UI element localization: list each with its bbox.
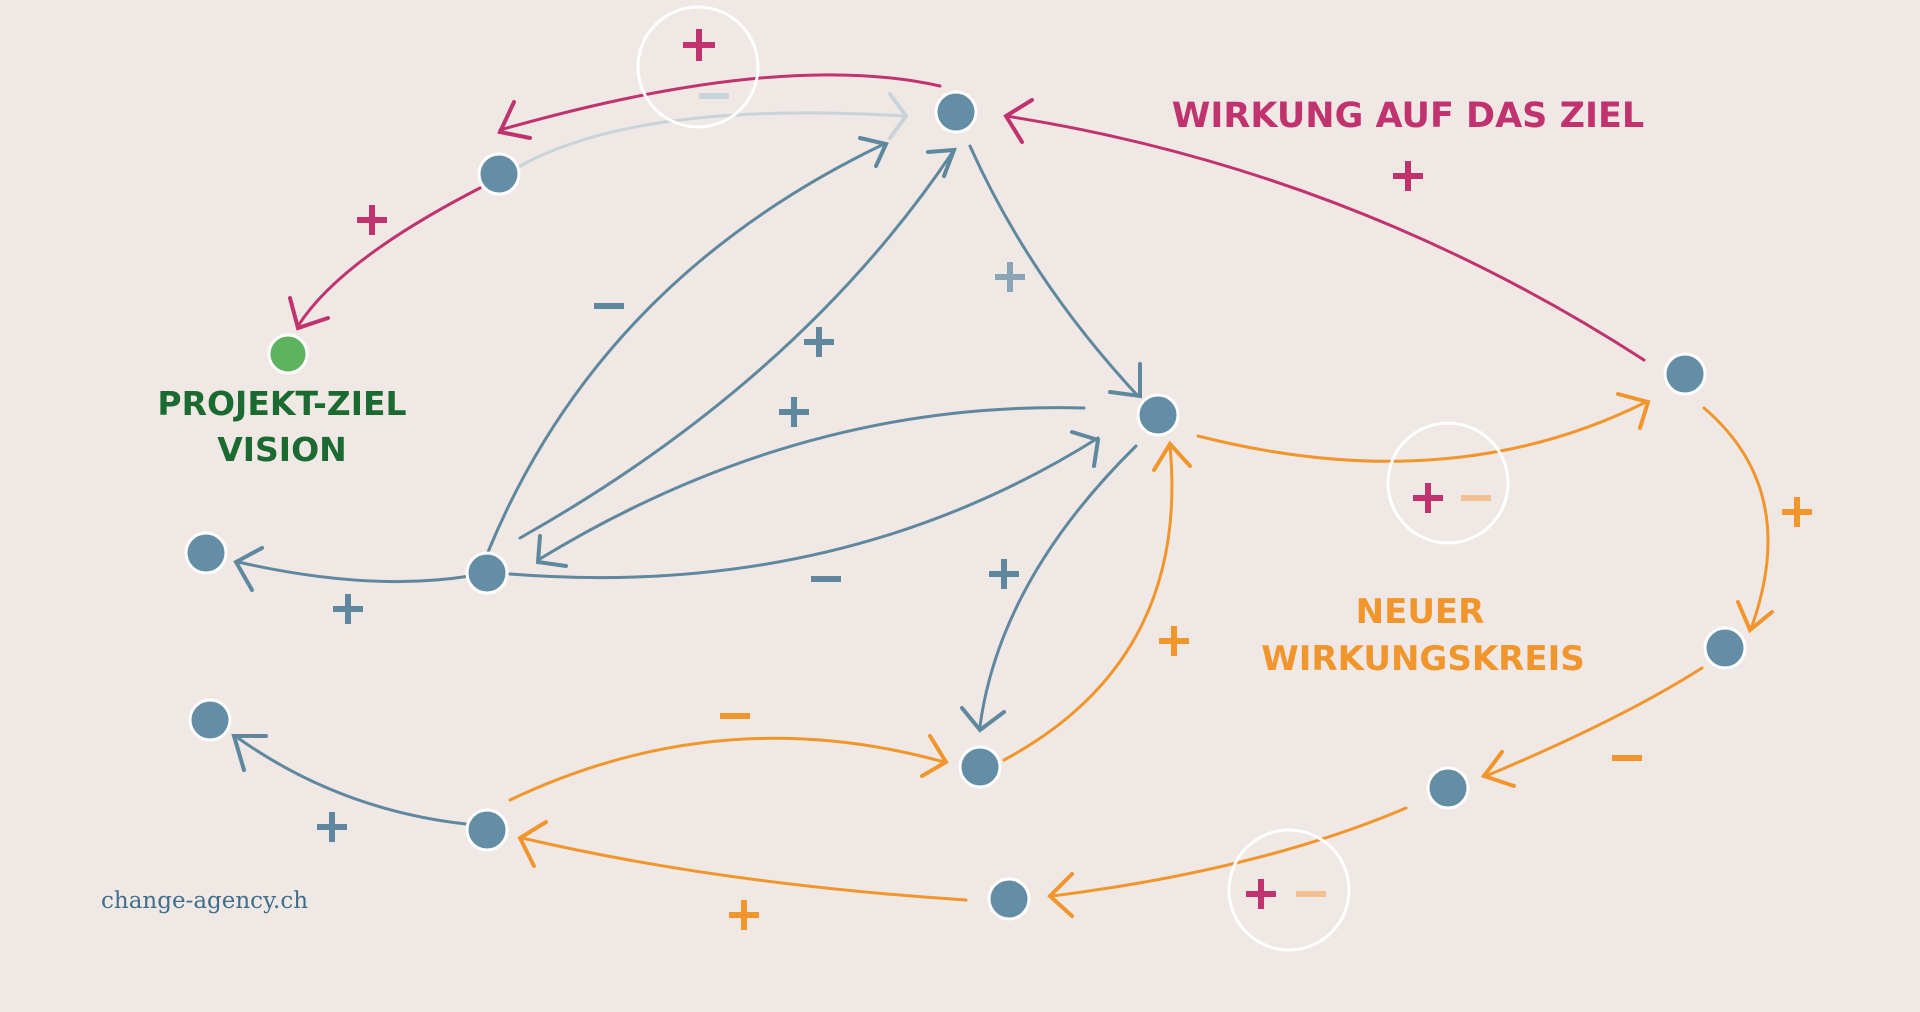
arrowhead-bottomright — [1047, 872, 1074, 918]
node-bottom-mid — [958, 745, 1002, 789]
goal-node — [267, 333, 309, 375]
edge-midleft-to-top-a — [486, 142, 886, 554]
neuer-label-line2: WIRKUNGSKREIS — [1261, 639, 1584, 679]
nodes — [184, 90, 1747, 921]
edge-bottomleft-to-bottommid — [508, 736, 946, 802]
edge-bottommid-to-center — [1002, 444, 1174, 762]
arrowhead-upper-left — [497, 100, 532, 140]
arrowhead-bottomleft — [517, 820, 548, 868]
arrowhead-bottommid — [960, 706, 1006, 733]
wirkung-title: WIRKUNG AUF DAS ZIEL — [1172, 96, 1644, 136]
edge-center-to-bottommid — [978, 444, 1138, 728]
arrowhead-center-orange — [1152, 440, 1192, 472]
plus-sign — [357, 205, 387, 235]
plus-sign — [333, 594, 363, 624]
edges — [231, 73, 1774, 918]
plus-sign — [1159, 626, 1189, 656]
edge-top-to-upper-left — [498, 73, 942, 132]
arrowhead-lowleftnode — [231, 734, 268, 772]
node-low-left — [188, 698, 232, 742]
highlight-circle-bottom — [1227, 828, 1351, 952]
edge-right-to-r2 — [1702, 406, 1770, 628]
arrowhead-center — [1108, 362, 1142, 399]
plus-sign — [1413, 483, 1443, 513]
edge-midleft-to-center — [508, 436, 1100, 580]
neuer-label-line1: NEUER — [1356, 592, 1485, 632]
arrowhead-goal — [288, 296, 330, 331]
arrowhead-midleft — [535, 534, 568, 568]
highlight-circle-middle — [1386, 421, 1510, 545]
edge-right-to-top — [1004, 114, 1646, 362]
highlight-circle-top — [636, 5, 760, 129]
node-bottom-right — [987, 877, 1031, 921]
arrowhead-faded — [888, 92, 909, 140]
plus-sign — [989, 559, 1019, 589]
goal-label-line1: PROJEKT-ZIEL — [157, 384, 406, 423]
edge-midleft-to-top-b — [518, 148, 956, 540]
plus-sign — [729, 900, 759, 930]
plus-sign — [317, 812, 347, 842]
node-right — [1663, 352, 1707, 396]
plus-sign — [1246, 879, 1276, 909]
arrowhead-top-b — [926, 147, 958, 178]
arrowhead-bottommid-orange — [920, 734, 949, 778]
node-left — [184, 531, 228, 575]
arrowhead-r2 — [1736, 600, 1774, 634]
node-bottom-left — [465, 808, 509, 852]
arrowhead-r3 — [1480, 750, 1516, 788]
arrowhead-right — [1616, 392, 1651, 430]
plus-sign — [779, 397, 809, 427]
node-center — [1136, 393, 1180, 437]
edge-center-to-midleft — [536, 406, 1086, 562]
edge-r2-to-r3 — [1484, 666, 1704, 778]
plus-sign — [804, 327, 834, 357]
node-top — [934, 90, 978, 134]
goal-label-line2: VISION — [217, 430, 347, 469]
highlight-circles — [636, 5, 1510, 952]
edge-upper-left-to-goal — [296, 186, 482, 328]
arrowhead-center-b — [1070, 430, 1101, 468]
plus-sign — [1782, 497, 1812, 527]
plus-sign — [683, 29, 715, 61]
edge-center-to-right — [1196, 400, 1648, 463]
node-r3 — [1426, 766, 1470, 810]
arrowhead-top-from-right — [1003, 98, 1034, 144]
node-upper-left — [477, 152, 521, 196]
plus-sign — [1393, 161, 1423, 191]
node-mid-left — [465, 551, 509, 595]
edge-bottomleft-to-lowleftnode — [236, 736, 468, 826]
edge-top-to-center — [968, 144, 1140, 398]
arrowhead-top-a — [858, 136, 889, 168]
plus-sign — [995, 262, 1025, 292]
polarity-signs — [317, 29, 1812, 930]
node-r2 — [1703, 626, 1747, 670]
edge-faded — [518, 111, 906, 168]
edge-midleft-to-leftnode — [236, 560, 472, 584]
edge-r3-to-bottomright — [1050, 806, 1408, 898]
edge-bottomright-to-bottomleft — [520, 836, 968, 902]
footer-brand: change-agency.ch — [101, 888, 308, 914]
arrowhead-leftnode — [233, 546, 264, 592]
